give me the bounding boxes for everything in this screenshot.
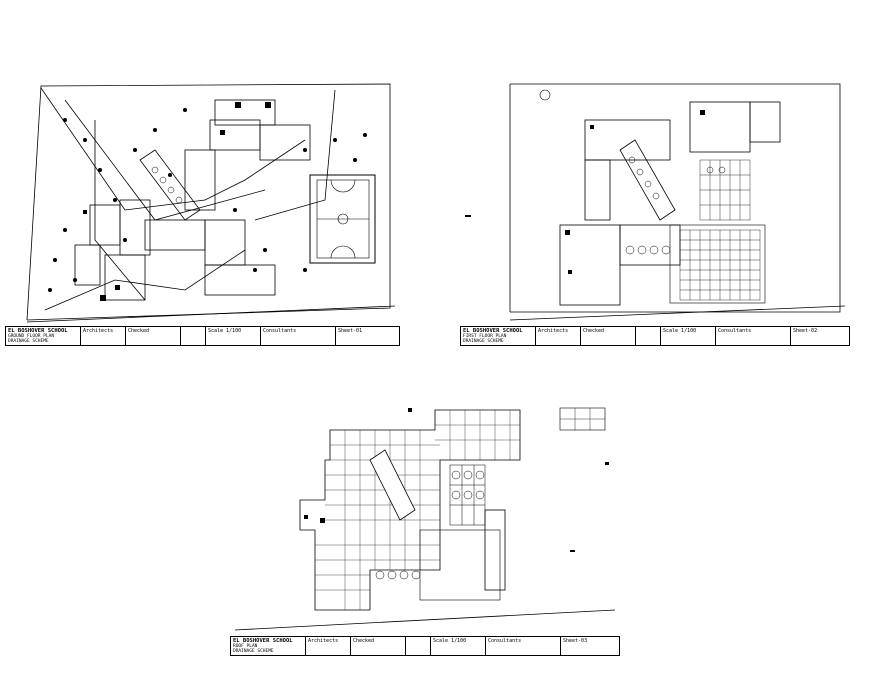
consultants-label: Consultants [718, 328, 752, 334]
drawing-title: ROOF PLAN [233, 644, 258, 649]
scale-label: Scale 1/100 [433, 638, 467, 644]
scale-label: Scale 1/100 [663, 328, 697, 334]
drawing-title: GROUND FLOOR PLAN [8, 334, 55, 339]
checked-label: Checked [583, 328, 605, 334]
first-floor-drawing [465, 83, 846, 321]
school-name: EL BOSHOVER SCHOOL [463, 328, 523, 334]
school-name: EL BOSHOVER SCHOOL [233, 638, 293, 644]
sheet-stamp: Sheet-02 [793, 328, 818, 334]
drawing-subtitle: DRAINAGE SCHEME [233, 649, 274, 654]
checked-label: Checked [128, 328, 150, 334]
consultants-label: Consultants [263, 328, 297, 334]
school-name: EL BOSHOVER SCHOOL [8, 328, 68, 334]
roof-plan-drawing [234, 407, 616, 631]
ground-floor-drawing [26, 83, 396, 323]
architect-label: Architects [308, 638, 339, 644]
drawing-title: FIRST FLOOR PLAN [463, 334, 507, 339]
sheet-stamp: Sheet-03 [563, 638, 588, 644]
consultants-label: Consultants [488, 638, 522, 644]
sheet-stamp: Sheet-01 [338, 328, 363, 334]
architect-label: Architects [538, 328, 569, 334]
drawing-subtitle: DRAINAGE SCHEME [463, 339, 504, 344]
checked-label: Checked [353, 638, 375, 644]
drawing-subtitle: DRAINAGE SCHEME [8, 339, 49, 344]
architect-label: Architects [83, 328, 114, 334]
scale-label: Scale 1/100 [208, 328, 242, 334]
